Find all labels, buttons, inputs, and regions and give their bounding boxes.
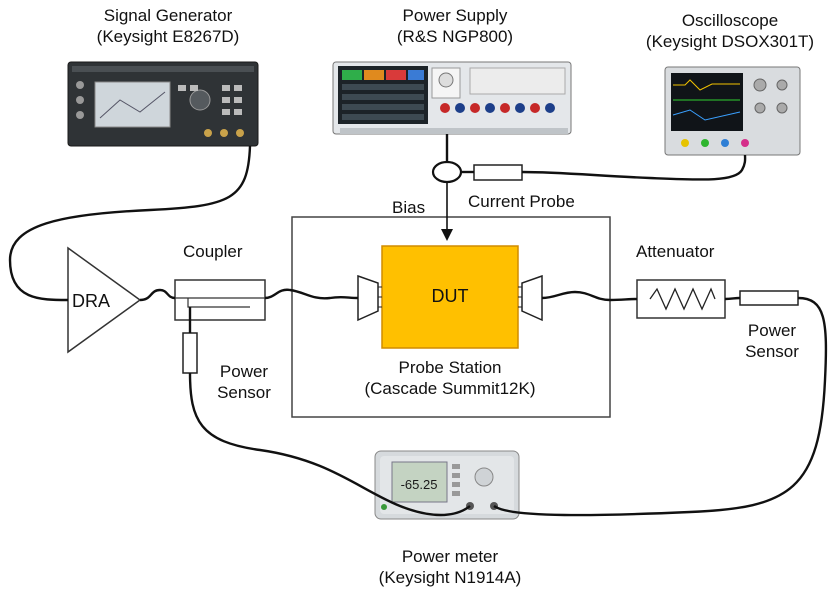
attenuator-symbol [649, 287, 716, 311]
rf-probe-right [521, 274, 543, 322]
oscilloscope-model: (Keysight DSOX301T) [645, 32, 815, 51]
power-meter-model: (Keysight N1914A) [378, 568, 522, 587]
power-sensor-left-label: Power Sensor [212, 361, 276, 403]
current-probe-label: Current Probe [468, 192, 575, 211]
power-supply-label: Power Supply (R&S NGP800) [355, 5, 555, 47]
power-meter-image: -65.25 [374, 450, 520, 520]
dra-label: DRA [72, 291, 111, 311]
cable-dra-to-coupler [139, 288, 176, 302]
probe-station-model: (Cascade Summit12K) [364, 379, 536, 398]
oscilloscope-label: Oscilloscope (Keysight DSOX301T) [625, 10, 835, 52]
signal-generator-label: Signal Generator (Keysight E8267D) [68, 5, 268, 47]
power-meter-label: Power meter (Keysight N1914A) [330, 546, 570, 588]
power-sensor-right-line2: Sensor [745, 342, 799, 361]
cable-sensor-to-power-meter-left [188, 372, 471, 517]
cables [8, 134, 828, 517]
cable-sensor-to-power-meter [493, 296, 828, 517]
power-sensor-right [739, 290, 799, 306]
cable-attenuator-to-sensor [724, 296, 741, 301]
power-sensor-right-line1: Power [747, 321, 797, 340]
cable-coupler-to-probe [264, 288, 359, 300]
rf-probe-left [357, 274, 379, 322]
probe-station-name: Probe Station [398, 358, 502, 377]
bias-label: Bias [392, 198, 426, 217]
bias-arrow-head [441, 229, 453, 241]
power-supply-image [332, 61, 572, 135]
oscilloscope-name: Oscilloscope [681, 11, 779, 30]
signal-generator-name: Signal Generator [103, 6, 233, 25]
power-supply-model: (R&S NGP800) [396, 27, 514, 46]
cable-current-probe-to-scope [521, 154, 747, 181]
power-supply-name: Power Supply [402, 6, 508, 25]
power-sensor-left-line2: Sensor [217, 383, 271, 402]
power-sensor-left [182, 332, 198, 374]
power-sensor-right-label: Power Sensor [740, 320, 804, 362]
attenuator-label: Attenuator [636, 242, 715, 261]
current-probe-clamp [431, 160, 463, 184]
signal-generator-image [67, 61, 259, 147]
power-meter-name: Power meter [401, 547, 499, 566]
probe-station-box [291, 216, 611, 418]
attenuator-block [636, 279, 726, 319]
cable-probe-to-attenuator [541, 290, 638, 302]
probe-station-label: Probe Station (Cascade Summit12K) [330, 357, 570, 399]
coupler-label: Coupler [183, 242, 243, 261]
oscilloscope-image [664, 66, 801, 156]
cable-siggen-to-dra [8, 145, 252, 302]
power-meter-reading: -65.25 [401, 477, 438, 492]
dut-block [381, 245, 519, 349]
current-probe-body [473, 164, 523, 181]
dut-label: DUT [431, 286, 469, 306]
signal-generator-model: (Keysight E8267D) [96, 27, 240, 46]
power-sensor-left-line1: Power [219, 362, 269, 381]
